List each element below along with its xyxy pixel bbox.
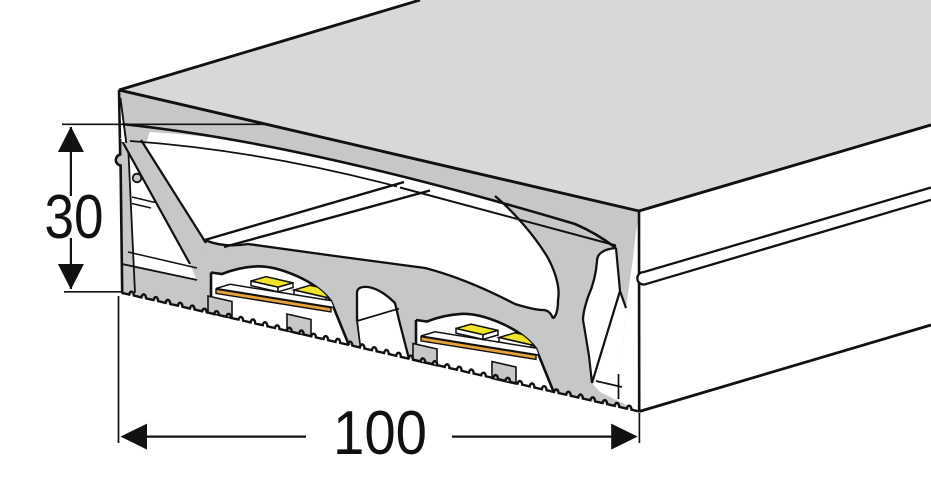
svg-text:100: 100	[333, 398, 427, 468]
svg-text:30: 30	[45, 183, 104, 252]
